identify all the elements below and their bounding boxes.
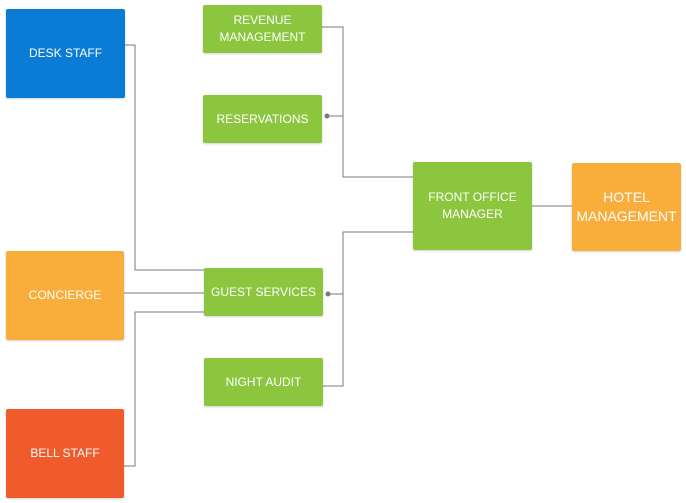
node-concierge[interactable]: CONCIERGE	[6, 251, 124, 340]
node-reservations-label: RESERVATIONS	[216, 111, 309, 126]
connector-dot-reservations	[324, 113, 330, 119]
node-bell-staff[interactable]: BELL STAFF	[6, 409, 124, 498]
node-hotel-management-label: HOTEL MANAGEMENT	[576, 189, 677, 224]
node-night-audit-label: NIGHT AUDIT	[225, 374, 302, 389]
connector-night-audit-to-front-office	[323, 231, 413, 387]
connector-bell-staff-to-guest-services	[124, 311, 204, 467]
node-revenue-management-label: REVENUE MANAGEMENT	[219, 13, 306, 44]
node-bell-staff-label: BELL STAFF	[30, 446, 100, 460]
node-reservations[interactable]: RESERVATIONS	[203, 95, 322, 143]
node-desk-staff-label: DESK STAFF	[28, 46, 103, 60]
node-front-office-manager[interactable]: FRONT OFFICE MANAGER	[413, 162, 532, 250]
node-concierge-label: CONCIERGE	[28, 288, 102, 302]
node-hotel-management[interactable]: HOTEL MANAGEMENT	[572, 163, 681, 251]
node-revenue-management[interactable]: REVENUE MANAGEMENT	[203, 5, 322, 53]
connector-dot-guest-services	[325, 291, 331, 297]
connector-desk-staff-to-guest-services	[125, 44, 204, 271]
connector-revenue-to-front-office	[322, 26, 413, 178]
node-guest-services-label: GUEST SERVICES	[211, 284, 316, 299]
node-guest-services[interactable]: GUEST SERVICES	[204, 268, 323, 316]
node-front-office-manager-label: FRONT OFFICE MANAGER	[428, 190, 517, 221]
node-desk-staff[interactable]: DESK STAFF	[6, 9, 125, 98]
node-night-audit[interactable]: NIGHT AUDIT	[204, 358, 323, 406]
